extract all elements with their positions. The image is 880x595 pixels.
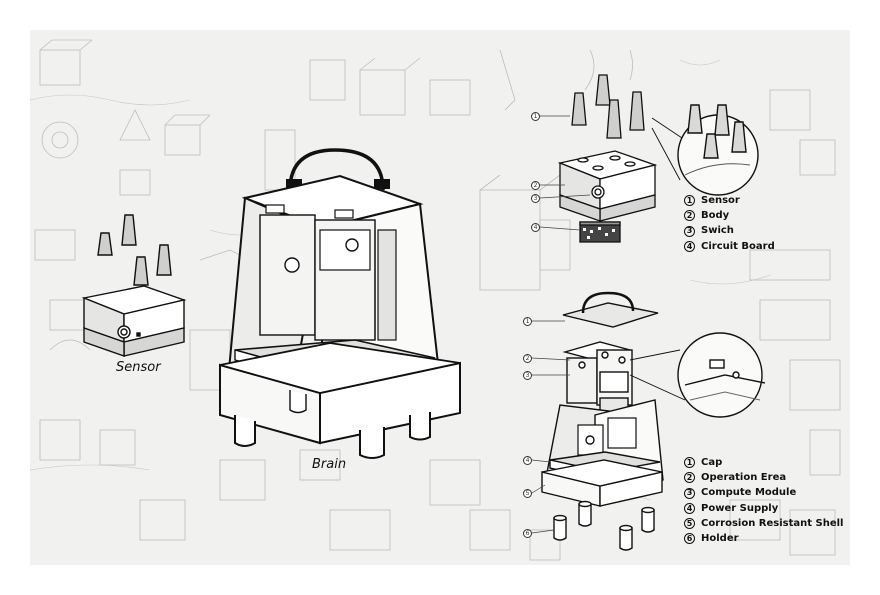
legend-item: 4 Power Supply	[684, 501, 843, 516]
background-sketches	[30, 39, 841, 561]
brain-zoom-detail	[629, 332, 766, 418]
legend-label: Power Supply	[701, 502, 779, 514]
legend-item: 1 Cap	[684, 455, 843, 470]
brain-leader-lines	[531, 320, 571, 534]
brain-exploded	[541, 291, 664, 551]
sensor-callout-4: 4	[531, 223, 540, 232]
legend-label: Holder	[701, 533, 739, 545]
legend-label: Corrosion Resistant Shell	[701, 517, 844, 529]
brain-callout-3: 3	[523, 371, 532, 380]
legend-item: 5 Corrosion Resistant Shell	[684, 516, 843, 531]
sensor-callout-1: 1	[531, 112, 540, 121]
legend-label: Sensor	[701, 195, 740, 206]
sensor-legend: 1 Sensor 2 Body 3 Swich 4 Circuit Board	[684, 193, 775, 254]
legend-number: 1	[684, 195, 695, 207]
legend-item: 3 Swich	[684, 223, 775, 238]
sensor-callout-2: 2	[531, 181, 540, 190]
brain-legend: 1 Cap 2 Operation Erea 3 Compute Module 4 Po…	[684, 455, 843, 546]
legend-number: 2	[684, 210, 695, 222]
sensor-assembled	[81, 214, 187, 357]
legend-item: 6 Holder	[684, 531, 843, 546]
sensor-caption: Sensor	[116, 360, 161, 375]
legend-number: 4	[684, 502, 695, 514]
brain-callout-5: 5	[523, 489, 532, 498]
legend-item: 3 Compute Module	[684, 485, 843, 500]
legend-label: Compute Module	[701, 487, 797, 499]
legend-item: 2 Body	[684, 208, 775, 223]
sensor-exploded	[557, 74, 658, 243]
legend-item: 4 Circuit Board	[684, 239, 775, 254]
brain-callout-2: 2	[523, 354, 532, 363]
legend-label: Operation Erea	[701, 472, 787, 484]
legend-label: Body	[701, 210, 730, 222]
legend-item: 2 Operation Erea	[684, 470, 843, 485]
brain-assembled	[219, 148, 461, 459]
legend-number: 4	[684, 240, 695, 252]
brain-callout-6: 6	[523, 529, 532, 538]
legend-number: 1	[684, 457, 695, 469]
legend-label: Swich	[701, 225, 734, 237]
legend-number: 6	[684, 533, 695, 545]
sensor-zoom-detail	[651, 104, 759, 196]
legend-number: 3	[684, 225, 695, 237]
legend-item: 1 Sensor	[684, 193, 775, 208]
sensor-callout-3: 3	[531, 194, 540, 203]
legend-number: 2	[684, 472, 695, 484]
legend-number: 5	[684, 517, 695, 529]
legend-label: Cap	[701, 457, 723, 468]
legend-label: Circuit Board	[701, 240, 775, 252]
brain-caption: Brain	[312, 457, 347, 472]
brain-callout-4: 4	[523, 456, 532, 465]
sensor-leader-lines	[539, 115, 591, 231]
product-illustration	[81, 74, 766, 551]
legend-number: 3	[684, 487, 695, 499]
brain-callout-1: 1	[523, 317, 532, 326]
